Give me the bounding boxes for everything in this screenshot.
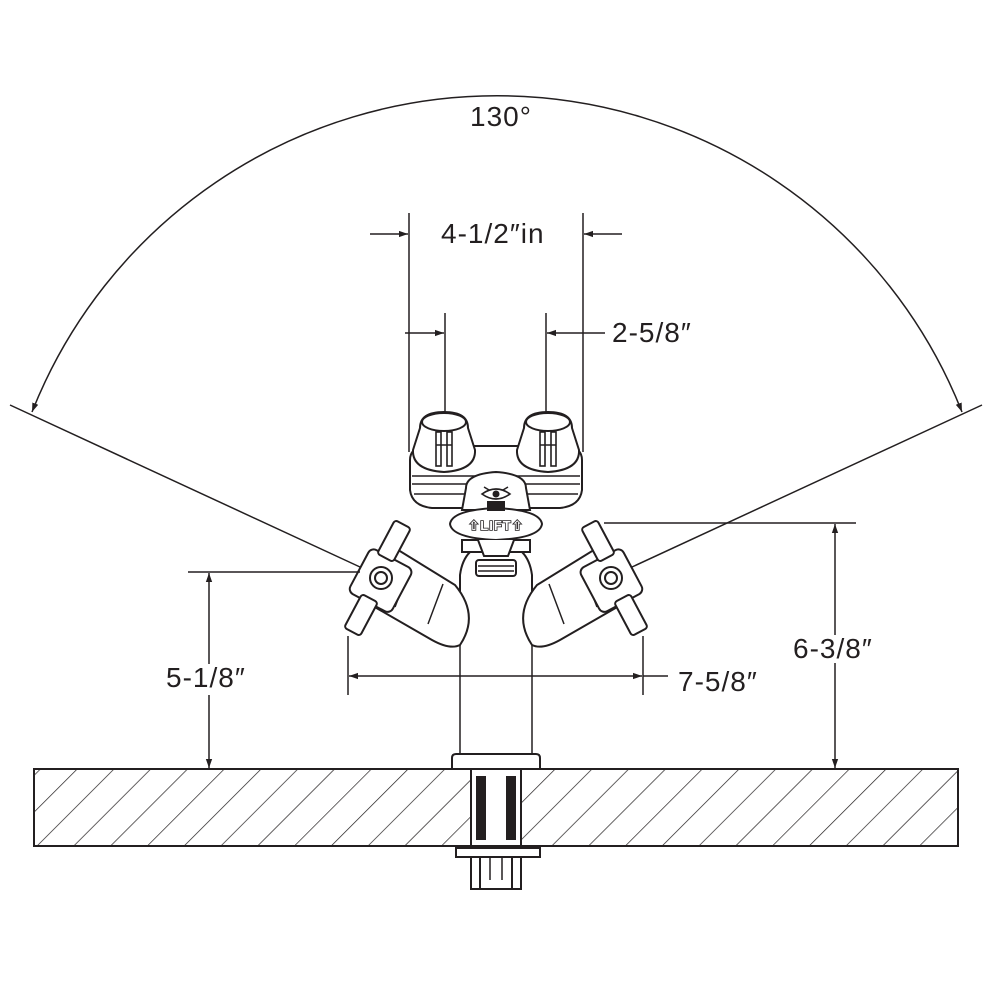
lift-paddle — [448, 470, 544, 557]
angle-arc — [31, 95, 963, 413]
left-handle-knob — [411, 410, 477, 474]
right-spray-arm — [522, 520, 648, 648]
outer-width-label: 4-1/2″in — [441, 218, 545, 249]
inner-width-label: 2-5/8″ — [612, 317, 692, 348]
faucet-column — [459, 551, 533, 754]
dim-right-height — [604, 522, 856, 768]
left-height-label: 5-1/8″ — [166, 662, 246, 693]
right-handle-knob — [515, 410, 581, 474]
angle-label: 130° — [466, 103, 536, 131]
angle-line-left — [9, 404, 361, 568]
right-height-label: 6-3/8″ — [793, 633, 873, 664]
angle-line-right — [631, 404, 983, 568]
base-flange — [451, 753, 541, 770]
eye-icon — [480, 486, 512, 511]
lift-label: ⇧LIFT⇧ — [468, 518, 523, 533]
left-spray-arm — [344, 520, 470, 648]
spread-width-label: 7-5/8″ — [678, 666, 758, 697]
mounting-shank — [455, 768, 541, 890]
outlet-nozzle — [475, 559, 517, 577]
dim-inner-width — [405, 313, 605, 414]
dim-spread-width — [347, 636, 668, 695]
dim-left-height — [188, 571, 360, 768]
